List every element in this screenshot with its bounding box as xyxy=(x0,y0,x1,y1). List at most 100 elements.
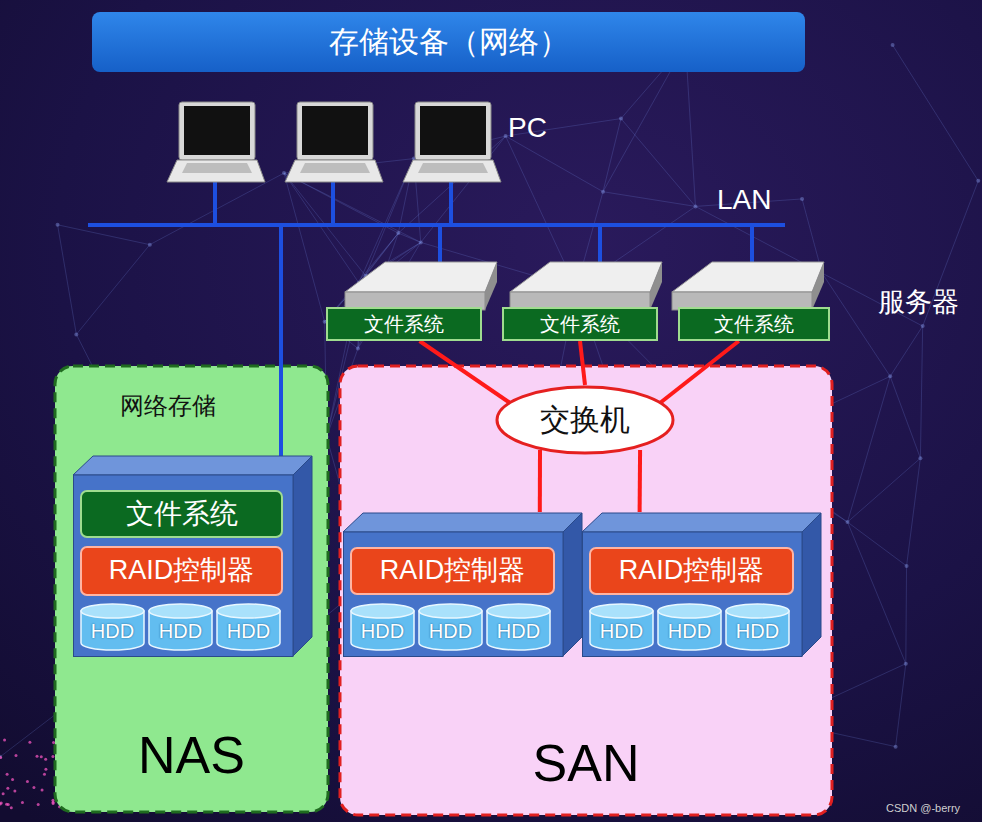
part-label: 服务器 xyxy=(878,287,959,317)
texture-dot xyxy=(0,802,3,805)
label-slot: CSDN @-berry xyxy=(886,798,960,816)
raid-controller: RAID控制器 xyxy=(80,546,283,596)
laptop-keyboard xyxy=(418,163,488,173)
region-name: SAN xyxy=(533,734,640,792)
server-side xyxy=(485,262,497,310)
region-heading: 网络存储 xyxy=(120,392,216,419)
node-text: HDD xyxy=(361,620,404,643)
laptop-keyboard xyxy=(182,163,252,173)
texture-dot xyxy=(21,801,24,804)
node-text: HDD xyxy=(736,620,779,643)
node-text: HDD xyxy=(600,620,643,643)
servers xyxy=(345,225,824,310)
part-label: LAN xyxy=(717,184,771,215)
node-text: HDD xyxy=(668,620,711,643)
texture-dot xyxy=(40,755,43,758)
laptop-base xyxy=(167,160,265,182)
texture-line xyxy=(847,522,906,566)
laptop-base xyxy=(403,160,501,182)
laptop-bezel xyxy=(415,102,491,160)
storage-region: 文件系统RAID控制器HDDHDDHDD网络存储NAS xyxy=(55,366,328,812)
texture-dot xyxy=(976,179,980,183)
texture-dot xyxy=(904,662,908,666)
text-slot: SAN xyxy=(340,734,832,794)
lan-drop xyxy=(331,182,335,225)
link-line xyxy=(638,450,642,512)
texture-line xyxy=(893,45,979,181)
texture-dot xyxy=(3,739,6,742)
hdd-top xyxy=(351,604,414,618)
texture-dot xyxy=(37,803,40,806)
texture-dot xyxy=(921,324,925,328)
texture-dot xyxy=(52,802,55,805)
server-icon xyxy=(510,225,662,310)
texture-dot xyxy=(26,780,29,783)
laptop-bezel xyxy=(179,102,255,160)
server-icon xyxy=(672,225,824,310)
texture-dot xyxy=(894,745,898,749)
link-line xyxy=(580,341,585,385)
file-system-box: 文件系统 xyxy=(80,490,283,538)
texture-dot xyxy=(14,754,17,757)
text-slot: 网络存储 xyxy=(120,392,216,420)
texture-dot xyxy=(74,332,78,336)
texture-dot xyxy=(282,171,286,175)
hdd-cylinder: HDD xyxy=(657,603,722,651)
server-icon xyxy=(345,225,497,310)
texture-dot xyxy=(10,806,13,809)
texture-dot xyxy=(13,789,16,792)
label-slot: 服务器 xyxy=(878,287,959,318)
array-front xyxy=(583,532,803,657)
texture-dot xyxy=(888,374,892,378)
laptop-icon xyxy=(167,102,265,225)
texture-dot xyxy=(44,768,47,771)
hdd-top xyxy=(726,604,789,618)
node-text: RAID控制器 xyxy=(619,555,765,586)
texture-dot xyxy=(6,773,9,776)
texture-line xyxy=(896,664,906,747)
san-region xyxy=(340,366,832,815)
raid-controller: RAID控制器 xyxy=(350,547,555,595)
server-top xyxy=(345,262,497,292)
array-front xyxy=(344,532,564,657)
texture-line xyxy=(398,233,420,242)
hdd-top xyxy=(217,604,280,618)
texture-dot xyxy=(845,520,849,524)
texture-dot xyxy=(356,346,360,350)
laptop-base xyxy=(285,160,383,182)
hdd-cylinder: HDD xyxy=(148,603,213,651)
texture-dot xyxy=(891,43,895,47)
server-top xyxy=(510,262,662,292)
hdd-cylinder: HDD xyxy=(350,603,415,651)
hdd-top xyxy=(590,604,653,618)
texture-dot xyxy=(148,243,152,247)
texture-line xyxy=(847,522,905,664)
texture-dot xyxy=(56,223,60,227)
texture-line xyxy=(506,136,603,192)
node-text: 文件系统 xyxy=(126,498,238,530)
laptop-bezel xyxy=(297,102,373,160)
laptop-keyboard xyxy=(300,163,370,173)
texture-line xyxy=(907,458,921,566)
texture-line xyxy=(621,119,696,207)
laptop-screen xyxy=(184,106,250,155)
storage-region: 交换机RAID控制器HDDHDDHDDRAID控制器HDDHDDHDDSAN xyxy=(340,366,832,815)
array-side xyxy=(563,513,582,656)
texture-dot xyxy=(0,756,2,759)
texture-line xyxy=(603,119,621,192)
label-slot: LAN xyxy=(717,184,771,216)
array-front xyxy=(74,475,294,657)
nas-lan-link xyxy=(279,225,283,462)
hdd-top xyxy=(658,604,721,618)
texture-dot xyxy=(619,117,623,121)
texture-line xyxy=(58,225,77,335)
texture-dot xyxy=(905,564,909,568)
link-line xyxy=(538,450,542,512)
texture-dot xyxy=(41,788,44,791)
watermark: CSDN @-berry xyxy=(886,802,960,814)
texture-line xyxy=(905,566,907,664)
texture-dot xyxy=(918,456,922,460)
texture-dot xyxy=(0,755,2,759)
texture-dot xyxy=(43,773,46,776)
laptop-screen xyxy=(302,106,368,155)
